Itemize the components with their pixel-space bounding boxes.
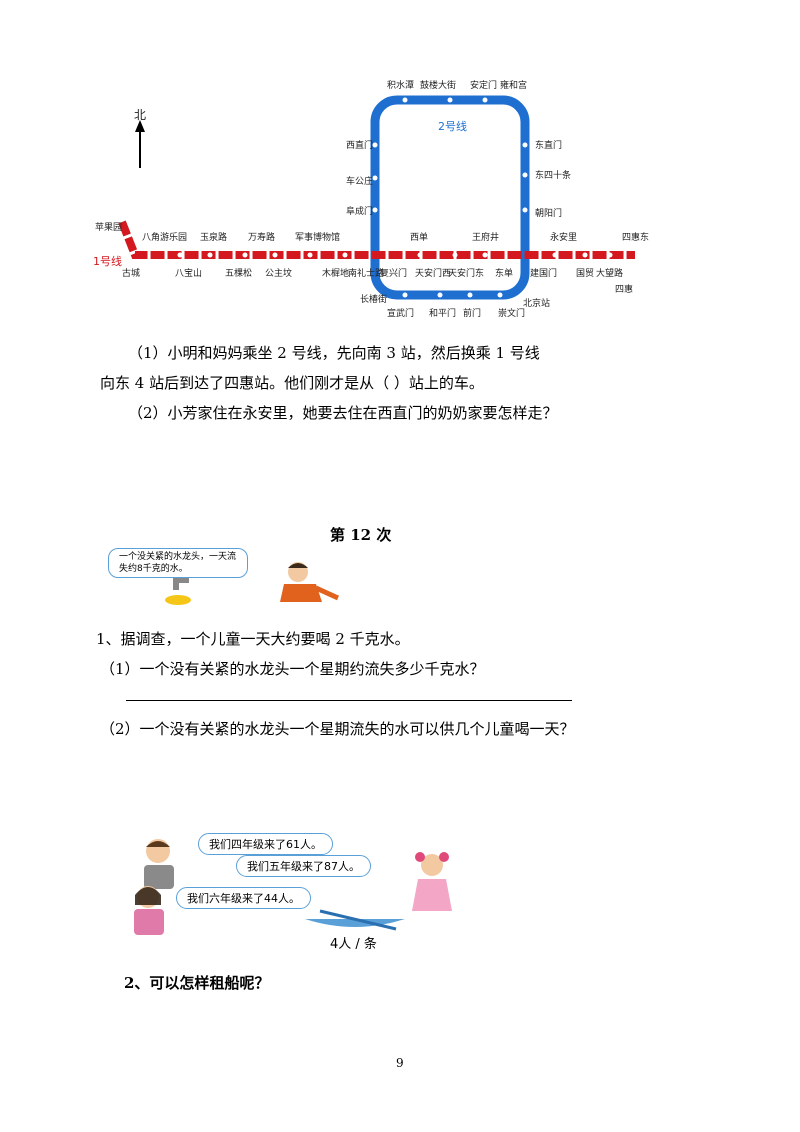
station-label: 八角游乐园 xyxy=(142,233,188,243)
station-label: 东单 xyxy=(495,269,514,279)
boy-icon xyxy=(144,839,174,889)
station-label: 四惠东 xyxy=(622,233,650,243)
station-label: 四惠 xyxy=(615,285,634,295)
station-label: 永安里 xyxy=(550,233,578,243)
station-label: 五棵松 xyxy=(225,269,253,279)
station-label: 王府井 xyxy=(472,233,500,243)
station-label: 长椿街 xyxy=(360,295,388,305)
speech-bubble-grade6: 我们六年级来了44人。 xyxy=(176,887,311,909)
section-title: 第 12 次 xyxy=(330,526,392,544)
faucet-icon xyxy=(165,578,191,605)
station-label: 前门 xyxy=(463,309,482,319)
station-label: 天安门西 xyxy=(415,269,452,279)
problem-1-sub1: （1）一个没有关紧的水龙头一个星期约流失多少千克水？ xyxy=(100,660,485,678)
boat-icon xyxy=(305,909,405,931)
answer-line xyxy=(126,700,572,701)
boat-caption: 4人 / 条 xyxy=(330,937,377,952)
map-question-2: （2）小芳家住在永安里，她要去住在西直门的奶奶家要怎样走？ xyxy=(128,404,558,422)
faucet-speech-bubble: 一个没关紧的水龙头，一天流失约8千克的水。 xyxy=(108,548,248,578)
station-label: 宣武门 xyxy=(387,309,415,319)
station-label: 雍和宫 xyxy=(500,81,528,91)
speech-bubble-grade4: 我们四年级来了61人。 xyxy=(198,833,333,855)
subway-map: 北 1号线 2号线 积水潭 鼓楼大街 安定门 雍和宫 西直门 车公庄 阜成门 东… xyxy=(80,70,660,330)
station-label: 朝阳门 xyxy=(535,209,563,219)
line1-label: 1号线 xyxy=(93,255,122,268)
station-label: 玉泉路 xyxy=(200,233,228,243)
station-label: 木樨地 xyxy=(322,269,350,279)
station-label: 东直门 xyxy=(535,141,563,151)
child-drinking-icon xyxy=(280,562,340,602)
station-label: 建国门 xyxy=(530,269,558,279)
bubble-text: 我们六年级来了44人。 xyxy=(187,892,300,905)
faucet-bubble-text: 一个没关紧的水龙头，一天流失约8千克的水。 xyxy=(119,552,237,574)
station-label: 天安门东 xyxy=(448,269,485,279)
line2-label: 2号线 xyxy=(438,120,467,133)
station-label: 复兴门 xyxy=(380,269,408,279)
subway-lines xyxy=(118,95,635,300)
boat-illustration: 我们四年级来了61人。 我们五年级来了87人。 我们六年级来了44人。 4人 /… xyxy=(120,825,480,965)
problem-1-intro: 1、据调查，一个儿童一天大约要喝 2 千克水。 xyxy=(96,630,410,648)
station-label: 车公庄 xyxy=(346,177,374,187)
bubble-text: 我们四年级来了61人。 xyxy=(209,838,322,851)
girl-pink-icon xyxy=(412,852,452,911)
map-question-1-line1: （1）小明和妈妈乘坐 2 号线，先向南 3 站，然后换乘 1 号线 xyxy=(128,344,540,362)
station-label: 和平门 xyxy=(429,309,457,319)
station-label: 积水潭 xyxy=(387,81,415,91)
station-label: 北京站 xyxy=(523,299,551,309)
station-label: 阜成门 xyxy=(346,207,374,217)
station-label: 西直门 xyxy=(346,141,374,151)
north-label: 北 xyxy=(134,108,147,122)
station-label: 八宝山 xyxy=(175,269,203,279)
map-question-1-line2: 向东 4 站后到达了四惠站。他们刚才是从（ ）站上的车。 xyxy=(100,374,484,392)
station-label: 安定门 xyxy=(470,81,498,91)
station-label: 大望路 xyxy=(596,269,624,279)
faucet-illustration: 一个没关紧的水龙头，一天流失约8千克的水。 xyxy=(108,548,348,612)
station-label: 古城 xyxy=(122,269,141,279)
problem-2-title: 2、可以怎样租船呢？ xyxy=(124,974,270,992)
station-label: 鼓楼大街 xyxy=(420,81,457,91)
girl-icon xyxy=(134,886,164,935)
bubble-text: 我们五年级来了87人。 xyxy=(247,860,360,873)
station-label: 南礼士路 xyxy=(348,269,385,279)
station-label: 苹果园 xyxy=(95,223,123,233)
station-label: 崇文门 xyxy=(498,309,526,319)
station-label: 公主坟 xyxy=(265,269,293,279)
problem-1-sub2: （2）一个没有关紧的水龙头一个星期流失的水可以供几个儿童喝一天？ xyxy=(100,720,575,738)
station-label: 西单 xyxy=(410,233,429,243)
station-label: 东四十条 xyxy=(535,171,572,181)
speech-bubble-grade5: 我们五年级来了87人。 xyxy=(236,855,371,877)
page-number: 9 xyxy=(396,1056,404,1070)
station-label: 国贸 xyxy=(576,269,595,279)
station-label: 万寿路 xyxy=(248,233,276,243)
station-label: 军事博物馆 xyxy=(295,233,341,243)
